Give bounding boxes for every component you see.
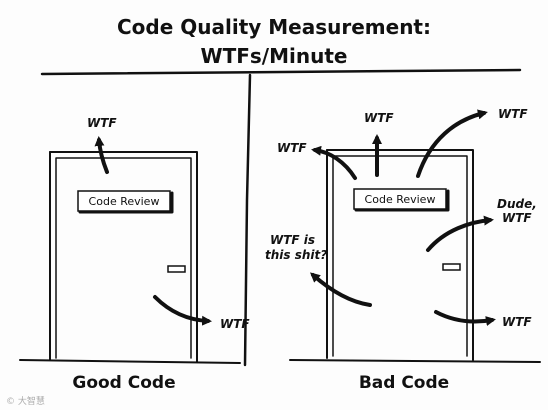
right-caption: Bad Code — [359, 373, 449, 393]
left-caption: Good Code — [72, 373, 175, 393]
right-sign-label: Code Review — [365, 193, 436, 206]
right-arrow-left — [310, 272, 372, 307]
left-arrow-up — [94, 136, 109, 174]
left-code-review-sign: Code Review — [77, 190, 174, 214]
left-arrow-right — [153, 295, 212, 326]
title-line-2: WTFs/Minute — [201, 44, 348, 68]
right-code-review-sign: Code Review — [353, 188, 450, 212]
horizontal-divider — [40, 68, 522, 76]
right-door-handle — [442, 263, 461, 271]
right-wtf-up: WTF — [364, 111, 394, 125]
right-arrow-upper-left — [311, 145, 357, 180]
right-dude-line: Dude, — [497, 197, 537, 211]
vertical-divider — [243, 73, 252, 367]
left-door-handle — [167, 265, 186, 273]
right-wtf-is: WTF is — [270, 233, 315, 247]
title-line-1: Code Quality Measurement: — [117, 15, 431, 39]
right-dude-wtf: WTF — [502, 211, 532, 225]
right-arrow-lower-right — [434, 310, 496, 326]
right-wtf-upper-left: WTF — [277, 141, 307, 155]
right-wtf-lower-right: WTF — [502, 315, 532, 329]
watermark: © 大智慧 — [6, 395, 45, 407]
right-wtf-upper-right: WTF — [498, 107, 528, 121]
left-wtf-top: WTF — [87, 116, 117, 130]
right-door — [289, 149, 541, 363]
left-wtf-bottom: WTF — [220, 317, 250, 331]
left-door — [19, 151, 241, 364]
right-arrow-upper-right — [416, 109, 488, 178]
right-this-shit: this shit? — [265, 248, 327, 262]
left-sign-label: Code Review — [89, 195, 160, 208]
right-arrow-middle-right — [426, 215, 494, 252]
